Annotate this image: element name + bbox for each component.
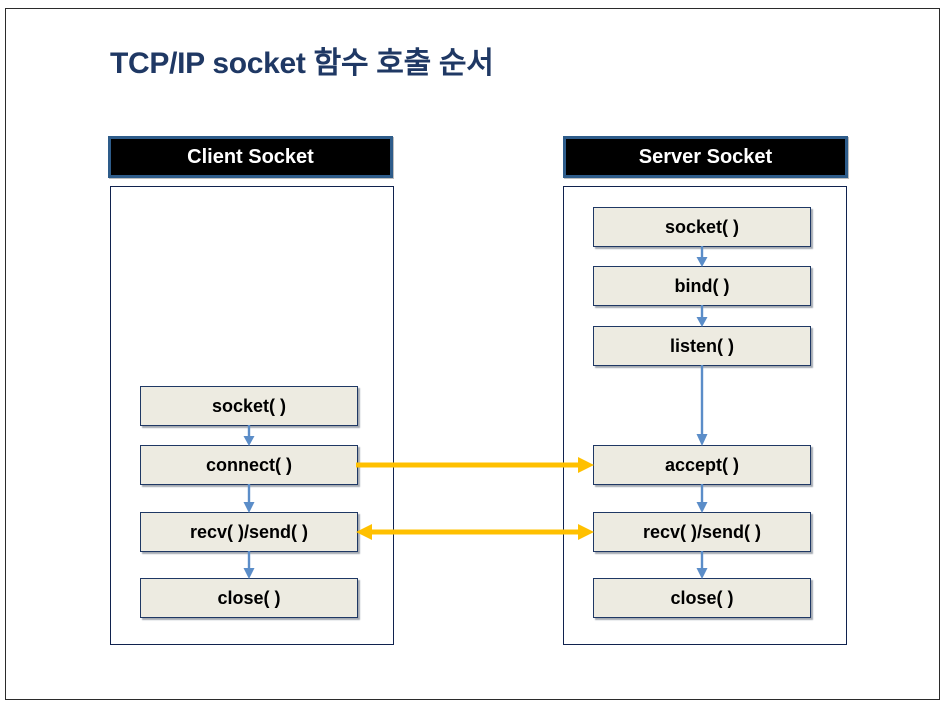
server-socket-header: Server Socket <box>563 136 848 178</box>
client-socket-panel <box>110 186 394 645</box>
client-step-socket[interactable]: socket( ) <box>140 386 358 426</box>
server-step-bind[interactable]: bind( ) <box>593 266 811 306</box>
server-step-socket[interactable]: socket( ) <box>593 207 811 247</box>
server-socket-panel <box>563 186 847 645</box>
server-step-close[interactable]: close( ) <box>593 578 811 618</box>
client-step-connect[interactable]: connect( ) <box>140 445 358 485</box>
server-step-recv-send[interactable]: recv( )/send( ) <box>593 512 811 552</box>
page-title: TCP/IP socket 함수 호출 순서 <box>110 47 494 80</box>
client-socket-header: Client Socket <box>108 136 393 178</box>
server-step-accept[interactable]: accept( ) <box>593 445 811 485</box>
client-step-close[interactable]: close( ) <box>140 578 358 618</box>
server-step-listen[interactable]: listen( ) <box>593 326 811 366</box>
client-step-recv-send[interactable]: recv( )/send( ) <box>140 512 358 552</box>
